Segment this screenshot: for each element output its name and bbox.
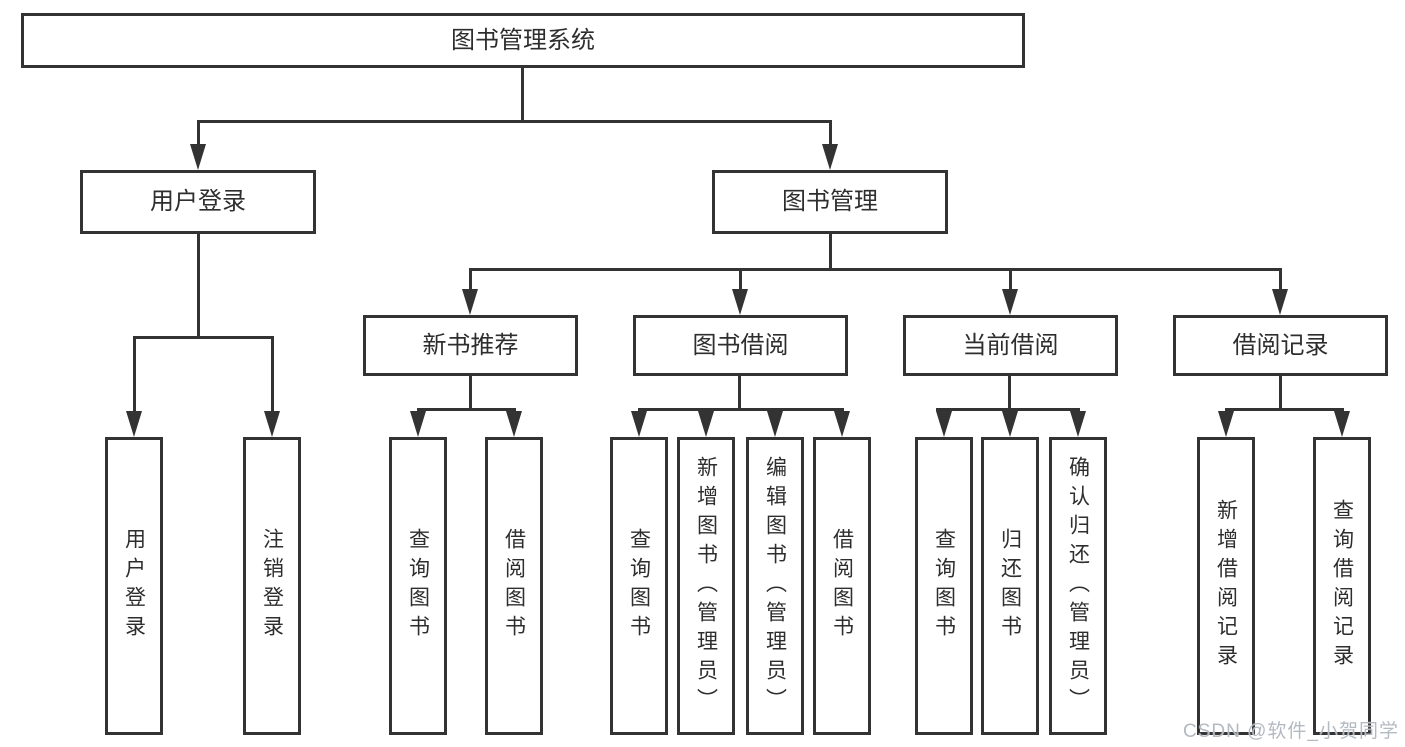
edge-login-left-stem: [133, 336, 136, 413]
arrow-to-leaf-confirm-return-admin: [1070, 411, 1086, 437]
edge-current-horizontal: [936, 408, 1080, 411]
edge-login-right-stem: [271, 336, 274, 413]
edge-record-horizontal: [1225, 408, 1344, 411]
node-current-borrowing: 当前借阅: [903, 315, 1118, 376]
leaf-edit-books-admin: 编辑图书（管理员）: [746, 437, 804, 735]
arrow-to-leaf-add-books-admin: [698, 411, 714, 437]
arrow-to-leaf-logout: [264, 411, 280, 437]
edge-root-horizontal: [197, 120, 832, 123]
edge-current-trunk: [1008, 374, 1011, 411]
edge-newbook-horizontal: [417, 408, 516, 411]
leaf-query-borrow-record: 查询借阅记录: [1313, 437, 1371, 735]
csdn-watermark: CSDN @软件_小贺同学: [1183, 721, 1399, 742]
arrow-to-leaf-edit-books-admin: [767, 411, 783, 437]
arrow-to-new-book-recommendation: [462, 289, 478, 315]
leaf-add-books-admin: 新增图书（管理员）: [677, 437, 735, 735]
leaf-logout: 注销登录: [243, 437, 301, 735]
leaf-add-borrow-record: 新增借阅记录: [1197, 437, 1255, 735]
arrow-to-book-borrowing: [732, 289, 748, 315]
node-book-management: 图书管理: [712, 170, 948, 234]
node-user-login: 用户登录: [80, 170, 316, 234]
arrow-to-leaf-return-books: [1002, 411, 1018, 437]
arrow-to-book-management: [822, 144, 838, 170]
node-new-book-recommendation: 新书推荐: [363, 315, 578, 376]
arrow-to-leaf-user-login: [126, 411, 142, 437]
leaf-query-books-recommend: 查询图书: [389, 437, 447, 735]
edge-mgmt-stem-2: [739, 268, 742, 291]
leaf-return-books: 归还图书: [981, 437, 1039, 735]
arrow-to-user-login: [190, 144, 206, 170]
edge-login-horizontal: [133, 336, 274, 339]
edge-borrow-horizontal: [638, 408, 844, 411]
edge-borrow-trunk: [738, 374, 741, 411]
edge-newbook-trunk: [469, 374, 472, 411]
arrow-to-leaf-add-borrow-record: [1218, 411, 1234, 437]
leaf-borrow-books: 借阅图书: [813, 437, 871, 735]
edge-mgmt-stem-1: [469, 268, 472, 291]
leaf-query-books-borrow: 查询图书: [610, 437, 668, 735]
arrow-to-leaf-query-books-current: [936, 411, 952, 437]
node-borrowing-records: 借阅记录: [1173, 315, 1388, 376]
leaf-query-books-current: 查询图书: [915, 437, 973, 735]
edge-mgmt-trunk: [829, 232, 832, 270]
leaf-user-login: 用户登录: [105, 437, 163, 735]
arrow-to-leaf-borrow-books-recommend: [506, 411, 522, 437]
leaf-borrow-books-recommend: 借阅图书: [485, 437, 543, 735]
edge-root-to-login-stem: [197, 120, 200, 146]
arrow-to-leaf-borrow-books: [834, 411, 850, 437]
edge-login-trunk: [197, 232, 200, 338]
edge-mgmt-horizontal: [469, 268, 1282, 271]
edge-mgmt-stem-3: [1009, 268, 1012, 291]
node-book-borrowing: 图书借阅: [633, 315, 848, 376]
arrow-to-leaf-query-borrow-record: [1334, 411, 1350, 437]
edge-root-to-mgmt-stem: [829, 120, 832, 146]
node-root-library-management-system: 图书管理系统: [21, 13, 1025, 68]
edge-mgmt-stem-4: [1279, 268, 1282, 291]
arrow-to-current-borrowing: [1002, 289, 1018, 315]
arrow-to-leaf-query-books-borrow: [631, 411, 647, 437]
leaf-confirm-return-admin: 确认归还（管理员）: [1049, 437, 1107, 735]
arrow-to-borrowing-records: [1272, 289, 1288, 315]
edge-root-trunk: [521, 68, 524, 122]
edge-record-trunk: [1279, 374, 1282, 411]
arrow-to-leaf-query-books-recommend: [410, 411, 426, 437]
